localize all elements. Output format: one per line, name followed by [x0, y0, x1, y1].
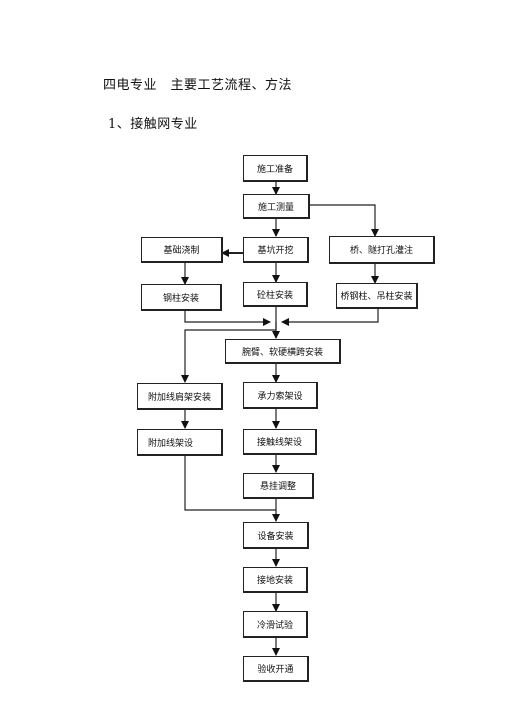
step-foundation-pour: 基础浇制 [141, 237, 223, 263]
step-feeder-bracket: 附加线肩架安装 [137, 383, 223, 410]
step-suspension-adjust: 悬挂调整 [243, 473, 314, 499]
step-bridge-pole: 桥钢柱、吊柱安装 [336, 283, 418, 309]
step-steel-pole: 钢柱安装 [141, 284, 222, 311]
step-grounding: 接地安装 [243, 567, 308, 593]
step-acceptance: 验收开通 [243, 656, 309, 682]
step-catenary-wire: 承力索架设 [243, 382, 318, 409]
step-cold-slide-test: 冷滑试验 [243, 611, 308, 638]
step-pit-dig: 基坑开挖 [243, 237, 309, 263]
step-survey: 施工测量 [243, 194, 310, 219]
document-heading: 四电专业 主要工艺流程、方法 [103, 78, 293, 93]
step-contact-wire: 接触线架设 [243, 429, 317, 455]
step-cantilever: 腕臂、软硬横跨安装 [225, 339, 341, 364]
section-heading: 1、接触网专业 [108, 117, 198, 132]
step-prep: 施工准备 [243, 155, 308, 182]
step-feeder-wire: 附加线架设 [137, 429, 223, 456]
step-concrete-pole: 砼柱安装 [243, 282, 308, 307]
step-equipment: 设备安装 [243, 522, 309, 549]
step-bridge-tunnel-drill: 桥、隧打孔灌注 [329, 236, 435, 264]
